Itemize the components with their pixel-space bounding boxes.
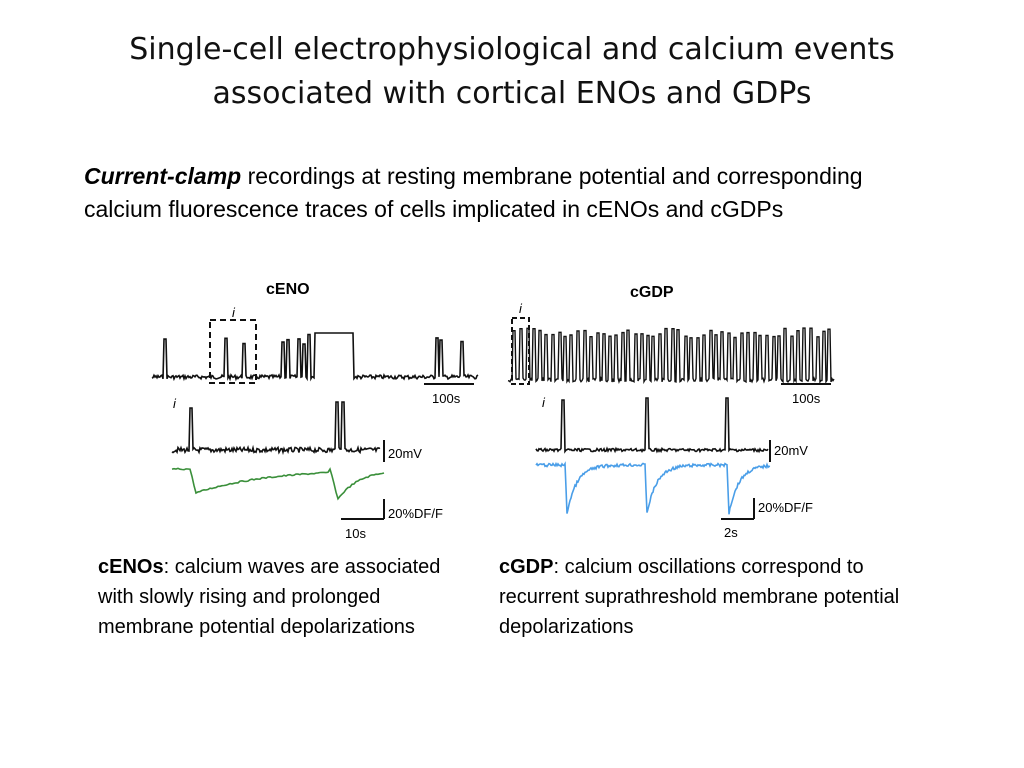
caption-cgdp: cGDP: calcium oscillations correspond to… [499, 552, 949, 642]
right-calcium-trace [535, 461, 771, 515]
intro-text: recordings at resting membrane potential… [84, 163, 863, 222]
left-calcium-trace [171, 467, 385, 501]
left-panel: cENO i 100s i 20mV 20%DF/F 10s [151, 281, 479, 541]
intro-paragraph: Current-clamp recordings at resting memb… [84, 160, 904, 226]
left-voltage-scale-label: 20mV [388, 446, 422, 461]
caption-cenos: cENOs: calcium waves are associated with… [98, 552, 478, 642]
left-membrane-trace-inset [171, 401, 381, 456]
left-fluor-scale-label: 20%DF/F [388, 506, 443, 521]
slide-title-line-1: Single-cell electrophysiological and cal… [129, 32, 895, 67]
right-time-scale-label: 2s [724, 525, 738, 540]
left-panel-title: cENO [266, 281, 310, 298]
intro-emphasis: Current-clamp [84, 163, 242, 189]
right-panel: cGDP i 100s i 20mV 20%DF/F 2s [507, 284, 835, 540]
left-top-scale-label: 100s [432, 391, 461, 406]
left-membrane-trace-overview [151, 332, 479, 382]
caption-cgdp-text: : calcium oscillations correspond to rec… [499, 556, 900, 638]
caption-cenos-text: : calcium waves are associated with slow… [98, 556, 441, 638]
right-inset-label: i [542, 395, 546, 410]
right-fluor-scale-label: 20%DF/F [758, 500, 813, 515]
slide-title: Single-cell electrophysiological and cal… [60, 28, 964, 116]
right-top-scale-label: 100s [792, 391, 821, 406]
caption-cgdp-term: cGDP [499, 556, 554, 578]
right-panel-title: cGDP [630, 284, 674, 301]
right-voltage-scale-label: 20mV [774, 443, 808, 458]
right-membrane-trace-inset [535, 397, 769, 454]
right-membrane-trace-overview [507, 327, 835, 385]
caption-cenos-term: cENOs [98, 556, 164, 578]
left-inset-box [209, 319, 257, 384]
right-inset-marker: i [519, 301, 523, 316]
right-inset-box [511, 317, 530, 385]
left-time-scale-label: 10s [345, 526, 366, 541]
left-inset-marker: i [232, 305, 236, 320]
left-inset-label: i [173, 396, 177, 411]
slide-title-line-2: associated with cortical ENOs and GDPs [212, 76, 812, 111]
